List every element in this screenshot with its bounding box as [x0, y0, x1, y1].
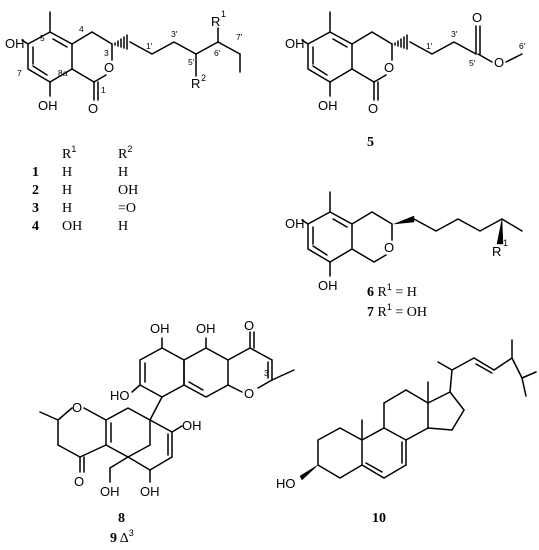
- hydroxyl-label: OH: [285, 216, 305, 231]
- ester-oxygen-label: O: [494, 55, 504, 70]
- table-row-id: 4: [32, 219, 39, 234]
- table-cell: H: [62, 165, 72, 180]
- table-cell: H: [62, 201, 72, 216]
- carbonyl-oxygen-label: O: [368, 101, 378, 116]
- r1-superscript: 1: [503, 238, 508, 248]
- hydroxyl-label: OH: [150, 321, 170, 336]
- compound-label: 10: [372, 511, 386, 526]
- compound-7-caption: 7 R1 = OH: [367, 302, 427, 320]
- compound-9-caption: 9 Δ3: [110, 528, 134, 546]
- hydroxyl-label: OH: [140, 484, 160, 499]
- locant: 4: [79, 24, 84, 34]
- hashed-bond: [394, 34, 408, 50]
- table-cell: OH: [62, 219, 82, 234]
- locant: 5: [40, 33, 45, 43]
- ring-oxygen-label: O: [384, 60, 394, 75]
- substituent-table: R1 R2 1 H H 2 H OH 3 H =O 4 OH H: [32, 144, 138, 234]
- locant: 6': [214, 48, 221, 58]
- table-cell: H: [118, 165, 128, 180]
- table-cell: H: [118, 219, 128, 234]
- table-cell: OH: [118, 183, 138, 198]
- ester-carbonyl-oxygen-label: O: [472, 10, 482, 25]
- r2-superscript: 2: [201, 73, 206, 83]
- carbonyl-oxygen-label: O: [88, 101, 98, 116]
- hydroxyl-label: OH: [100, 484, 120, 499]
- locant: 7: [17, 68, 22, 78]
- structure-10: HO 10: [276, 339, 537, 526]
- carbonyl-oxygen-label: O: [244, 318, 254, 333]
- ring-oxygen-label: O: [384, 240, 394, 255]
- table-row-id: 1: [32, 165, 39, 180]
- ring-oxygen-label: O: [72, 400, 82, 415]
- locant: 1': [146, 41, 153, 51]
- structure-6-7: OH OH O R 1 6 R1 = H 7 R1 = OH: [285, 191, 523, 320]
- locant: 1': [426, 41, 433, 51]
- locant: 5': [469, 58, 476, 68]
- hydroxyl-label: OH: [196, 321, 216, 336]
- table-row-id: 3: [32, 201, 39, 216]
- locant: 3: [104, 48, 109, 58]
- hashed-bond: [114, 34, 128, 50]
- hydroxyl-label: OH: [182, 418, 202, 433]
- r2-label: R: [191, 76, 200, 91]
- r1-label: R: [211, 14, 220, 29]
- locant: 3: [264, 368, 269, 378]
- table-row-id: 2: [32, 183, 39, 198]
- structure-1-4: OH OH O O R 1 R 2 5 7 8a 4 3 1 1' 3' 5' …: [5, 9, 243, 116]
- hydroxyl-label: OH: [318, 278, 338, 293]
- locant: 5': [188, 57, 195, 67]
- carbonyl-oxygen-label: O: [74, 474, 84, 489]
- table-cell: H: [62, 183, 72, 198]
- locant: 3': [451, 29, 458, 39]
- compound-6-caption: 6 R1 = H: [367, 282, 417, 300]
- structure-5: OH OH O O O O 1' 3' 5' 6' 5: [285, 10, 526, 150]
- locant: 3': [171, 29, 178, 39]
- locant: 1: [101, 85, 106, 95]
- locant: 6': [519, 41, 526, 51]
- ring-oxygen-label: O: [104, 60, 114, 75]
- r1-superscript: 1: [221, 9, 226, 19]
- hydroxyl-label: OH: [5, 36, 25, 51]
- header-r1: R1: [62, 144, 76, 162]
- table-cell: =O: [118, 201, 136, 216]
- hydroxyl-label: OH: [318, 98, 338, 113]
- compound-label: 5: [367, 135, 374, 150]
- locant: 8a: [58, 68, 68, 78]
- compound-label: 8: [118, 511, 125, 526]
- ring-oxygen-label: O: [244, 386, 254, 401]
- r1-label: R: [492, 244, 501, 259]
- header-r2: R2: [118, 144, 132, 162]
- locant: 7': [236, 32, 243, 42]
- hydroxyl-label: HO: [276, 476, 296, 491]
- hydroxyl-label: OH: [285, 36, 305, 51]
- structure-8-9: OH OH O O HO OH O O OH OH 3 8 9 Δ3: [39, 318, 295, 546]
- hydroxyl-label: OH: [38, 98, 58, 113]
- hydroxyl-label: HO: [110, 388, 130, 403]
